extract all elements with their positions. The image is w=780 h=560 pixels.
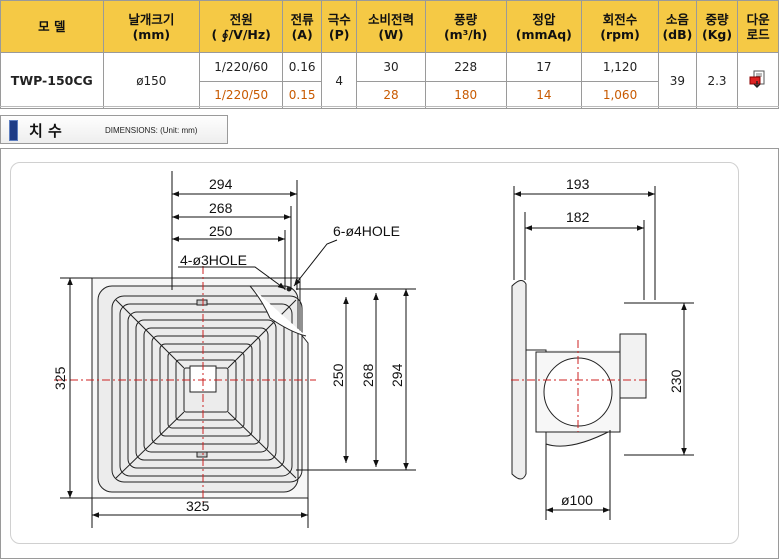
- header-watts-unit: (W): [378, 26, 404, 42]
- airflow-cell: 180: [424, 81, 507, 109]
- section-marker-icon: [9, 120, 18, 141]
- dimensions-header: 치 수 DIMENSIONS: (Unit: mm): [0, 115, 228, 144]
- dimensions-subtitle: DIMENSIONS: (Unit: mm): [105, 126, 198, 135]
- drawing-panel: [0, 148, 779, 559]
- header-watts: 소비전력(W): [356, 0, 426, 53]
- dim-268-vertical: 268: [360, 363, 376, 387]
- dim-230-vertical: 230: [668, 369, 684, 393]
- dim-268: 268: [209, 200, 233, 216]
- header-noise-label: 소음: [665, 11, 689, 27]
- download-cell[interactable]: [737, 52, 779, 109]
- blade-size-cell: ø150: [102, 52, 201, 109]
- section-divider: [0, 106, 779, 107]
- front-dimension-lines: [60, 171, 416, 528]
- header-pressure-label: 정압: [532, 11, 556, 27]
- header-power-label: 전원: [229, 11, 253, 27]
- header-airflow-label: 풍량: [454, 11, 478, 27]
- side-dimension-lines: [513, 186, 694, 520]
- power-cell: 1/220/50: [199, 81, 284, 109]
- current-cell: 0.16: [282, 52, 322, 82]
- hole-4-label: 4-ø3HOLE: [180, 252, 247, 268]
- table-header-row: 모 델 날개크기(mm) 전원( ∮/V/Hz) 전류(A) 극수(P) 소비전…: [0, 0, 779, 53]
- header-rpm-label: 회전수: [602, 11, 638, 27]
- header-weight-label: 중량: [705, 11, 729, 27]
- header-rpm-unit: (rpm): [600, 26, 640, 42]
- dim-250-vertical: 250: [330, 363, 346, 387]
- header-weight: 중량(Kg): [695, 0, 739, 53]
- watts-cell: 30: [356, 52, 426, 82]
- poles-cell: 4: [320, 52, 358, 109]
- model-cell: TWP-150CG: [0, 52, 104, 109]
- dim-250: 250: [209, 223, 233, 239]
- table-row: 1/220/50 0.15 28 180 14 1,060: [1, 81, 779, 109]
- front-view: [54, 266, 316, 502]
- current-cell: 0.15: [282, 81, 322, 109]
- dim-193: 193: [566, 176, 590, 192]
- dim-294-vertical: 294: [389, 363, 405, 387]
- download-file-icon[interactable]: [749, 70, 767, 88]
- header-blade-size-unit: (mm): [132, 26, 171, 42]
- header-weight-unit: (Kg): [701, 26, 733, 42]
- header-airflow-unit: (m³/h): [443, 26, 488, 42]
- header-pressure-unit: (mmAq): [515, 26, 572, 42]
- dim-100-diameter: ø100: [561, 492, 593, 508]
- header-current-label: 전류: [290, 11, 314, 27]
- rpm-cell: 1,120: [580, 52, 660, 82]
- side-view: [511, 280, 650, 480]
- dim-325-vertical: 325: [52, 366, 68, 390]
- header-model-label: 모 델: [38, 19, 66, 34]
- header-poles-label: 극수: [327, 11, 351, 27]
- header-download-label: 다운: [746, 11, 770, 27]
- header-current-unit: (A): [291, 26, 313, 42]
- header-noise: 소음(dB): [658, 0, 697, 53]
- table-row: TWP-150CG ø150 1/220/60 0.16 4 30 228 17…: [0, 52, 779, 109]
- hole-6-label: 6-ø4HOLE: [333, 223, 400, 239]
- spec-table: 모 델 날개크기(mm) 전원( ∮/V/Hz) 전류(A) 극수(P) 소비전…: [0, 0, 779, 109]
- header-blade-size-label: 날개크기: [128, 11, 175, 27]
- noise-cell: 39: [658, 52, 697, 109]
- header-noise-unit: (dB): [662, 26, 693, 42]
- dim-294: 294: [209, 176, 233, 192]
- header-download-label-2: 로드: [746, 26, 770, 42]
- header-power-unit: ( ∮/V/Hz): [211, 26, 271, 42]
- airflow-cell: 228: [424, 52, 507, 82]
- header-blade-size: 날개크기(mm): [102, 0, 201, 53]
- pressure-cell: 17: [505, 52, 582, 82]
- dim-325-horizontal: 325: [186, 498, 210, 514]
- header-poles-unit: (P): [328, 26, 350, 42]
- header-current: 전류(A): [282, 0, 322, 53]
- dim-182: 182: [566, 209, 590, 225]
- dimensions-title: 치 수: [29, 122, 62, 140]
- header-watts-label: 소비전력: [368, 11, 415, 27]
- power-cell: 1/220/60: [199, 52, 284, 82]
- header-model: 모 델: [0, 0, 104, 53]
- rpm-cell: 1,060: [580, 81, 660, 109]
- header-power: 전원( ∮/V/Hz): [199, 0, 284, 53]
- watts-cell: 28: [356, 81, 426, 109]
- header-airflow: 풍량(m³/h): [424, 0, 507, 53]
